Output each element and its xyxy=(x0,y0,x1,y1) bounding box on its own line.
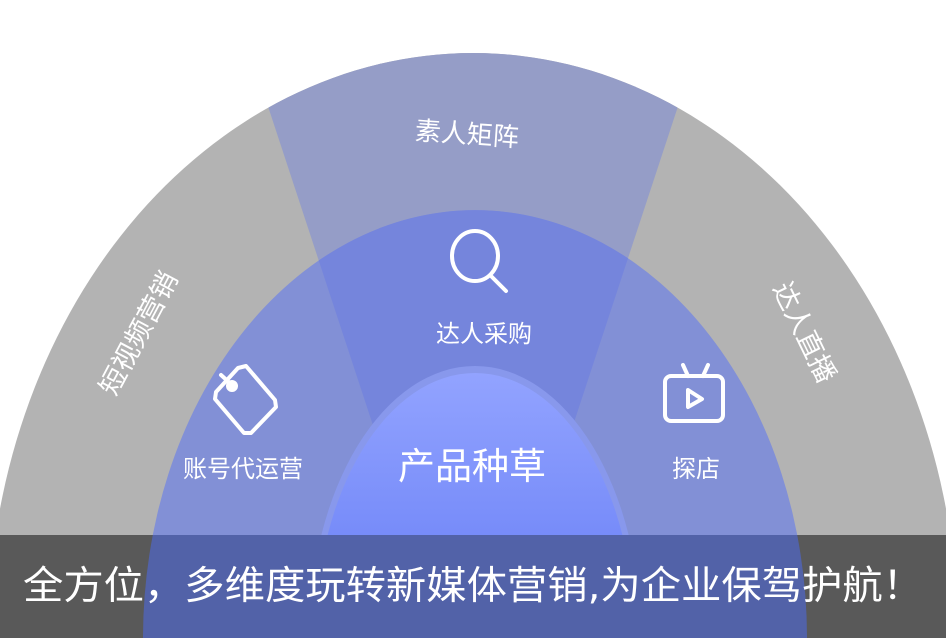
middle-top-sector xyxy=(233,210,713,638)
banner-text: 全方位，多维度玩转新媒体营销,为企业保驾护航！ xyxy=(23,564,923,609)
label-account-operation: 账号代运营 xyxy=(183,455,303,483)
tag-icon xyxy=(213,364,278,435)
tv-play-icon xyxy=(663,363,725,423)
label-store-visit: 探店 xyxy=(672,455,720,483)
label-su-ren-ju-zhen: 素人矩阵 xyxy=(414,116,520,153)
banner-middle-overlay xyxy=(143,535,807,638)
core-label: 产品种草 xyxy=(398,445,546,488)
search-icon xyxy=(450,229,508,293)
label-influencer-purchase: 达人采购 xyxy=(436,320,532,348)
